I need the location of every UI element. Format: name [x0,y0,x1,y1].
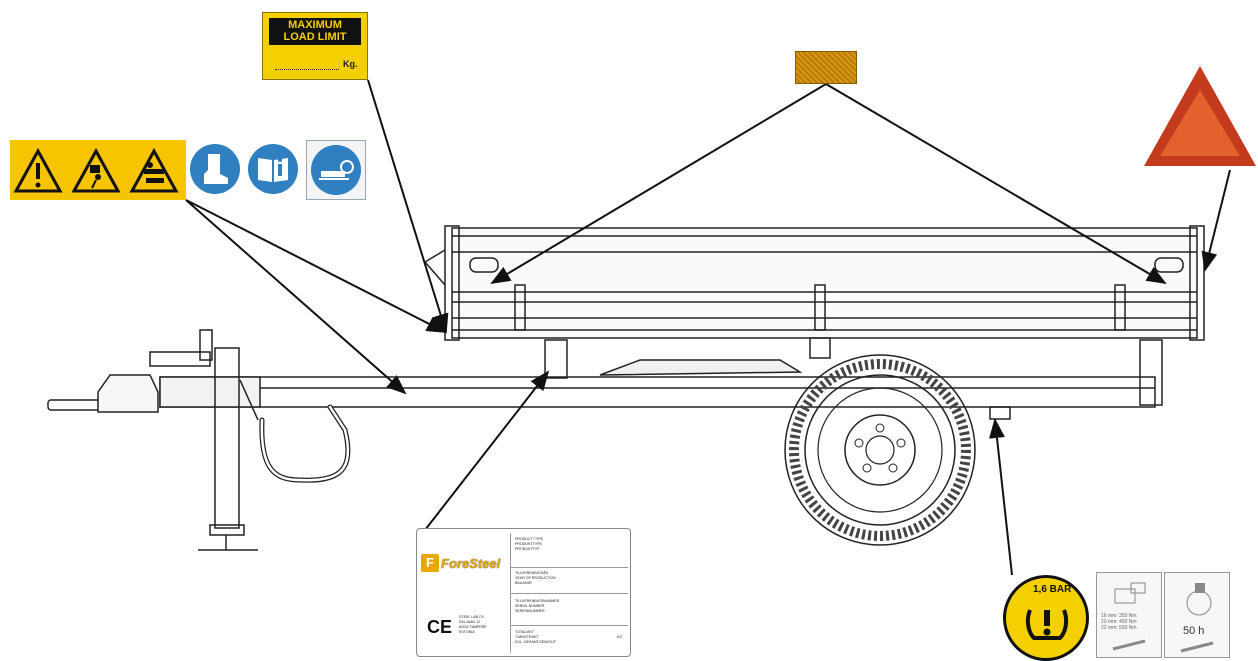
tyre-pressure-warning-icon [1025,609,1069,640]
production-year-label: TILLVERKNINGSÅR YEAR OF PRODUCTION BAUJA… [515,571,556,585]
tyre-pressure-value: 1,6 BAR [1033,584,1072,595]
hydraulic-hose [259,404,351,483]
wheel-nut-torque-sticker: 16 mm: 350 Nm 20 mm: 450 Nm 22 mm: 550 N… [1096,572,1162,658]
manufacturer-address: STEEL LAB OY SALJAAN 12 82011 TAMPERE ES… [459,615,487,634]
warning-icons [13,147,179,193]
wrench-icon [1180,641,1214,653]
plate-row-divider [510,625,628,626]
torque-line-1: 16 mm: 350 Nm [1101,613,1137,619]
brand-name: ForeSteel [441,555,501,571]
ce-mark: CE [427,617,453,637]
torque-line-3: 22 mm: 550 Nm [1101,625,1137,631]
plate-row-divider [510,593,628,594]
serial-number-label: TILLVERKNINGSNUMMER SERIAL NUMBER SERIEN… [515,599,560,613]
service-interval-sticker: 50 h [1164,572,1230,658]
crush-hazard-warning-icon [129,147,179,193]
weight-unit: KG [617,635,623,639]
product-type-label: PRODUCT TYPE PRODUKTTYPE PRODUKTTYP [515,537,544,551]
safety-boots-icon [190,144,240,194]
max-load-unit: Kg. [343,59,358,69]
wheel-nut-icon [1114,582,1146,604]
product-nameplate: F ForeSteel CE STEEL LAB OY SALJAAN 12 8… [416,528,631,657]
service-interval-value: 50 h [1183,625,1205,637]
wrench-icon [1112,639,1146,651]
read-manual-icon [248,144,298,194]
weights-label: TOTALVIKT TJÄNSTEVIKT ZUL. GESAMTGEWICHT [515,630,556,644]
plate-row-divider [510,567,628,568]
tipping-body [423,225,1205,341]
tyre-pressure-sticker: 1,6 BAR [1003,575,1089,661]
brand-mark-icon: F [421,554,439,572]
general-warning-icon [13,147,63,193]
hitch-connection-icon [311,145,361,195]
brand-logo: F ForeSteel [421,553,500,573]
hitch-coupling [47,329,213,413]
callout-lines [185,79,1231,576]
max-load-value-line [275,69,339,70]
slow-moving-vehicle-sign [1144,66,1256,166]
wheel [784,354,976,546]
falling-load-warning-icon [71,147,121,193]
max-load-sticker: MAXIMUM LOAD LIMIT Kg. [262,12,368,80]
max-load-title: MAXIMUM LOAD LIMIT [269,18,361,45]
torque-line-2: 20 mm: 450 Nm [1101,619,1137,625]
underbody [544,337,1163,420]
amber-reflector [795,51,857,84]
support-leg [198,347,259,551]
trailer-frame [159,376,1156,408]
hub-grease-icon [1186,583,1212,616]
